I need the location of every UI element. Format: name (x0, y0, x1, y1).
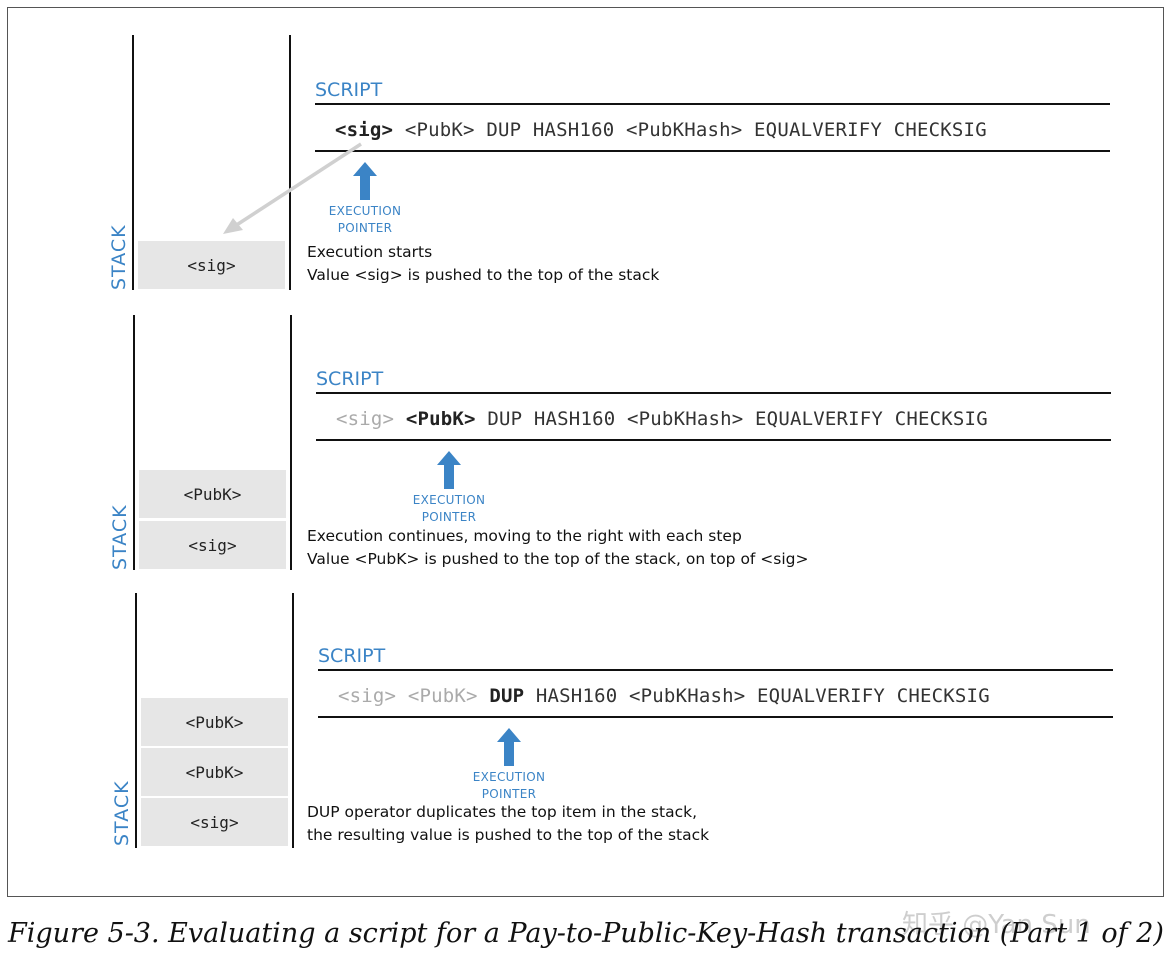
script-token: <PubK> (407, 685, 478, 707)
script-token: <PubKHash> (629, 685, 746, 707)
watermark: 知乎 @Yan Sun (902, 910, 1091, 940)
script-token: EQUALVERIFY (757, 685, 886, 707)
script-token: EQUALVERIFY (755, 408, 884, 430)
script-token: <sig> (335, 119, 394, 141)
script-token: DUP (489, 685, 525, 707)
script-tokens: <sig> <PubK> DUP HASH160 <PubKHash> EQUA… (335, 119, 987, 141)
script-tokens: <sig> <PubK> DUP HASH160 <PubKHash> EQUA… (338, 685, 990, 707)
step-description: DUP operator duplicates the top item in … (307, 803, 710, 844)
panel-step-3: STACK <PubK> <PubK> <sig> SCRIPT <sig> <… (8, 593, 1165, 873)
script-token: <sig> (338, 685, 397, 707)
push-arrow (223, 142, 362, 234)
execution-pointer: EXECUTION POINTER (320, 162, 410, 237)
script-token: <PubKHash> (626, 119, 743, 141)
script-label: SCRIPT (315, 79, 383, 101)
script-token: <PubK> (405, 408, 476, 430)
script-token: CHECKSIG (893, 119, 987, 141)
stack-right-border (289, 35, 291, 290)
script-top-rule (316, 392, 1111, 394)
stack-left-border (132, 35, 134, 290)
up-arrow-icon (353, 162, 377, 200)
stack-label: STACK (111, 780, 133, 846)
up-arrow-icon (437, 451, 461, 489)
stack-item: <PubK> (141, 698, 288, 746)
stack-label: STACK (109, 504, 131, 570)
script-token: EQUALVERIFY (754, 119, 883, 141)
script-token: HASH160 (535, 685, 618, 707)
stack-right-border (292, 593, 294, 848)
execution-pointer: EXECUTION POINTER (464, 728, 554, 803)
stack-item: <PubK> (141, 748, 288, 796)
panel-step-2: STACK <PubK> <sig> SCRIPT <sig> <PubK> D… (8, 315, 1165, 595)
stack-left-border (135, 593, 137, 848)
up-arrow-icon (497, 728, 521, 766)
script-token: DUP (487, 408, 523, 430)
script-bottom-rule (315, 150, 1110, 152)
script-top-rule (315, 103, 1110, 105)
script-bottom-rule (318, 716, 1113, 718)
stack-left-border (133, 315, 135, 570)
stack-item: <PubK> (139, 470, 286, 518)
script-token: HASH160 (532, 119, 615, 141)
execution-pointer-label: EXECUTION POINTER (412, 493, 486, 524)
stack-item: <sig> (139, 521, 286, 569)
execution-pointer-label: EXECUTION POINTER (472, 770, 546, 801)
script-token: CHECKSIG (894, 408, 988, 430)
script-token: DUP (486, 119, 522, 141)
step-description: Execution starts Value <sig> is pushed t… (307, 243, 660, 284)
script-token: <PubKHash> (627, 408, 744, 430)
script-token: HASH160 (533, 408, 616, 430)
script-label: SCRIPT (316, 368, 384, 390)
execution-pointer-label: EXECUTION POINTER (328, 204, 402, 235)
stack-label: STACK (108, 224, 130, 290)
execution-pointer: EXECUTION POINTER (404, 451, 494, 526)
diagram-frame: STACK <sig> SCRIPT <sig> <PubK> DUP HASH… (7, 7, 1164, 897)
script-token: <PubK> (404, 119, 475, 141)
script-top-rule (318, 669, 1113, 671)
step-description: Execution continues, moving to the right… (307, 527, 809, 568)
script-token: <sig> (336, 408, 395, 430)
script-bottom-rule (316, 439, 1111, 441)
script-label: SCRIPT (318, 645, 386, 667)
stack-right-border (290, 315, 292, 570)
stack-item: <sig> (141, 798, 288, 846)
script-tokens: <sig> <PubK> DUP HASH160 <PubKHash> EQUA… (336, 408, 988, 430)
script-token: CHECKSIG (896, 685, 990, 707)
figure-caption: Figure 5-3. Evaluating a script for a Pa… (8, 918, 1164, 949)
panel-step-1: STACK <sig> SCRIPT <sig> <PubK> DUP HASH… (8, 35, 1165, 315)
stack-item: <sig> (138, 241, 285, 289)
